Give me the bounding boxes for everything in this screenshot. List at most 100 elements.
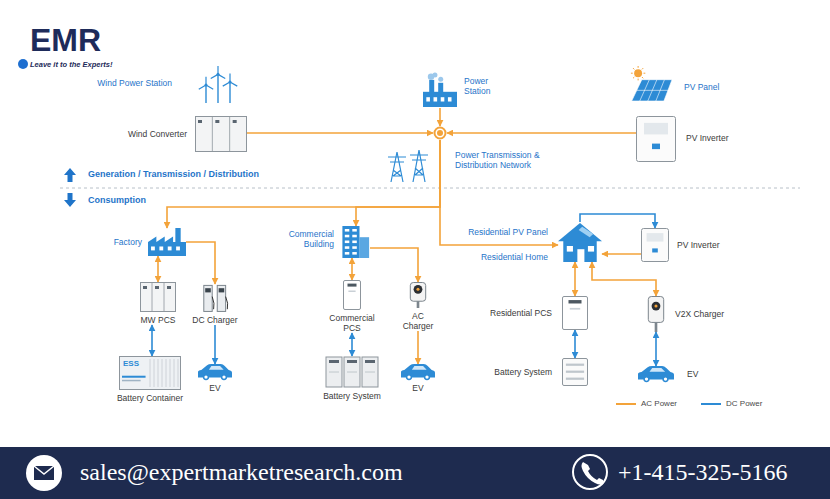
ev-car: EV [637,366,675,382]
legend-item: AC Power [616,399,677,409]
node-label: Battery Container [110,393,190,403]
contact-phone: +1-415-325-5166 [618,458,788,486]
bldg-icon [340,226,370,258]
wind-station: Wind Power Station [198,66,238,104]
pv-panel: PV Panel [628,66,674,102]
pcs-cabinet: MW PCS [133,282,183,325]
power-connector [602,253,641,255]
pylon-icon [388,150,428,182]
power-connector [157,256,159,282]
legend-text: DC Power [726,399,762,409]
inv-icon [641,228,669,262]
node-label: PV Inverter [677,240,720,250]
dc-charger: DC Charger [190,284,240,325]
power-station: Power Station [422,72,458,108]
power-connector [592,262,656,296]
power-connector [351,333,353,356]
node-label: DC Charger [190,315,240,325]
contact-email: sales@expertmarketresearch.com [80,458,403,486]
node-label: Battery System [494,367,552,377]
node-label: Power Station [464,76,504,96]
car-icon [197,364,233,380]
pv-inverter: PV Inverter [641,228,669,262]
node-label: PV Panel [684,82,719,92]
pcs-icon [562,296,588,330]
v2x-charger: V2X Charger [645,296,667,332]
power-connector [356,140,440,226]
down-arrow [64,193,76,207]
node-label: Wind Converter [128,129,187,139]
node-label: Commercial PCS [327,313,377,333]
node-label: Residential PCS [490,308,552,318]
section-heading: Generation / Transmission / Distribution [88,169,259,180]
power-connector [574,330,576,358]
section-heading: Consumption [88,195,146,206]
node-label: Wind Power Station [97,78,172,88]
node-label: AC Charger [398,311,438,331]
car-icon [400,364,436,380]
rack-icon [325,356,379,388]
pv-inverter: PV Inverter [636,116,676,162]
legend-swatch [616,403,636,405]
dcch-icon [201,284,229,312]
email-icon [34,466,54,480]
turb-icon [198,66,238,104]
power-connector [439,108,441,126]
factory: Factory [148,228,186,256]
email-icon [34,466,54,474]
battery-system: Battery System [312,356,392,401]
power-connector [151,325,153,356]
node-label: ESS [123,359,139,369]
cab-icon [195,116,247,152]
logo-tagline: Leave it to the Experts! [30,60,113,69]
cab-icon [140,282,176,312]
house-icon [558,222,602,262]
section-divider [60,188,800,189]
node-label: V2X Charger [675,309,724,319]
commercial-building: Commercial Building [340,226,370,258]
legend-swatch [701,403,721,405]
node-label: Factory [114,237,142,247]
node-label: MW PCS [133,315,183,325]
node-label: Battery System [312,391,392,401]
power-connector [370,248,418,282]
power-connector [214,325,216,364]
node-label: Residential PV Panel [468,227,548,237]
email-icon [26,455,62,491]
power-connector [247,132,433,134]
power-connector [417,331,419,364]
power-connector [574,262,576,296]
factory-icon [148,228,186,256]
node-label: Commercial Building [286,229,334,249]
pcs-icon [343,280,361,310]
node-label: Power Transmission & Distribution Networ… [455,150,547,170]
ev-car: EV [195,364,235,393]
legend-item: DC Power [701,399,762,409]
dot-icon [433,126,447,140]
power-connector [447,132,636,134]
logo-text: EMR [30,22,101,58]
logo-dot [18,59,28,69]
acch-icon [645,296,667,332]
car-icon [637,366,675,382]
plant-icon [422,72,458,108]
power-connector [655,332,657,366]
node-label: EV [398,383,438,393]
residential-home: Residential PV PanelResidential Home [558,222,602,262]
node-label: Residential Home [481,252,548,262]
ac-charger: AC Charger [398,282,438,331]
bat-icon [562,358,588,386]
inv-icon [636,116,676,162]
phone-icon [582,462,605,485]
battery-system: Battery System [562,358,588,386]
legend: AC Power DC Power [616,399,780,409]
pcs-unit: Residential PCS [562,296,588,330]
power-connector [580,214,655,228]
power-connector [440,140,558,245]
ev-car: EV [398,364,438,393]
power-connector [186,242,215,284]
power-connector [167,140,440,228]
phone-icon [573,455,607,489]
legend-text: AC Power [641,399,677,409]
pv-icon [628,66,674,102]
